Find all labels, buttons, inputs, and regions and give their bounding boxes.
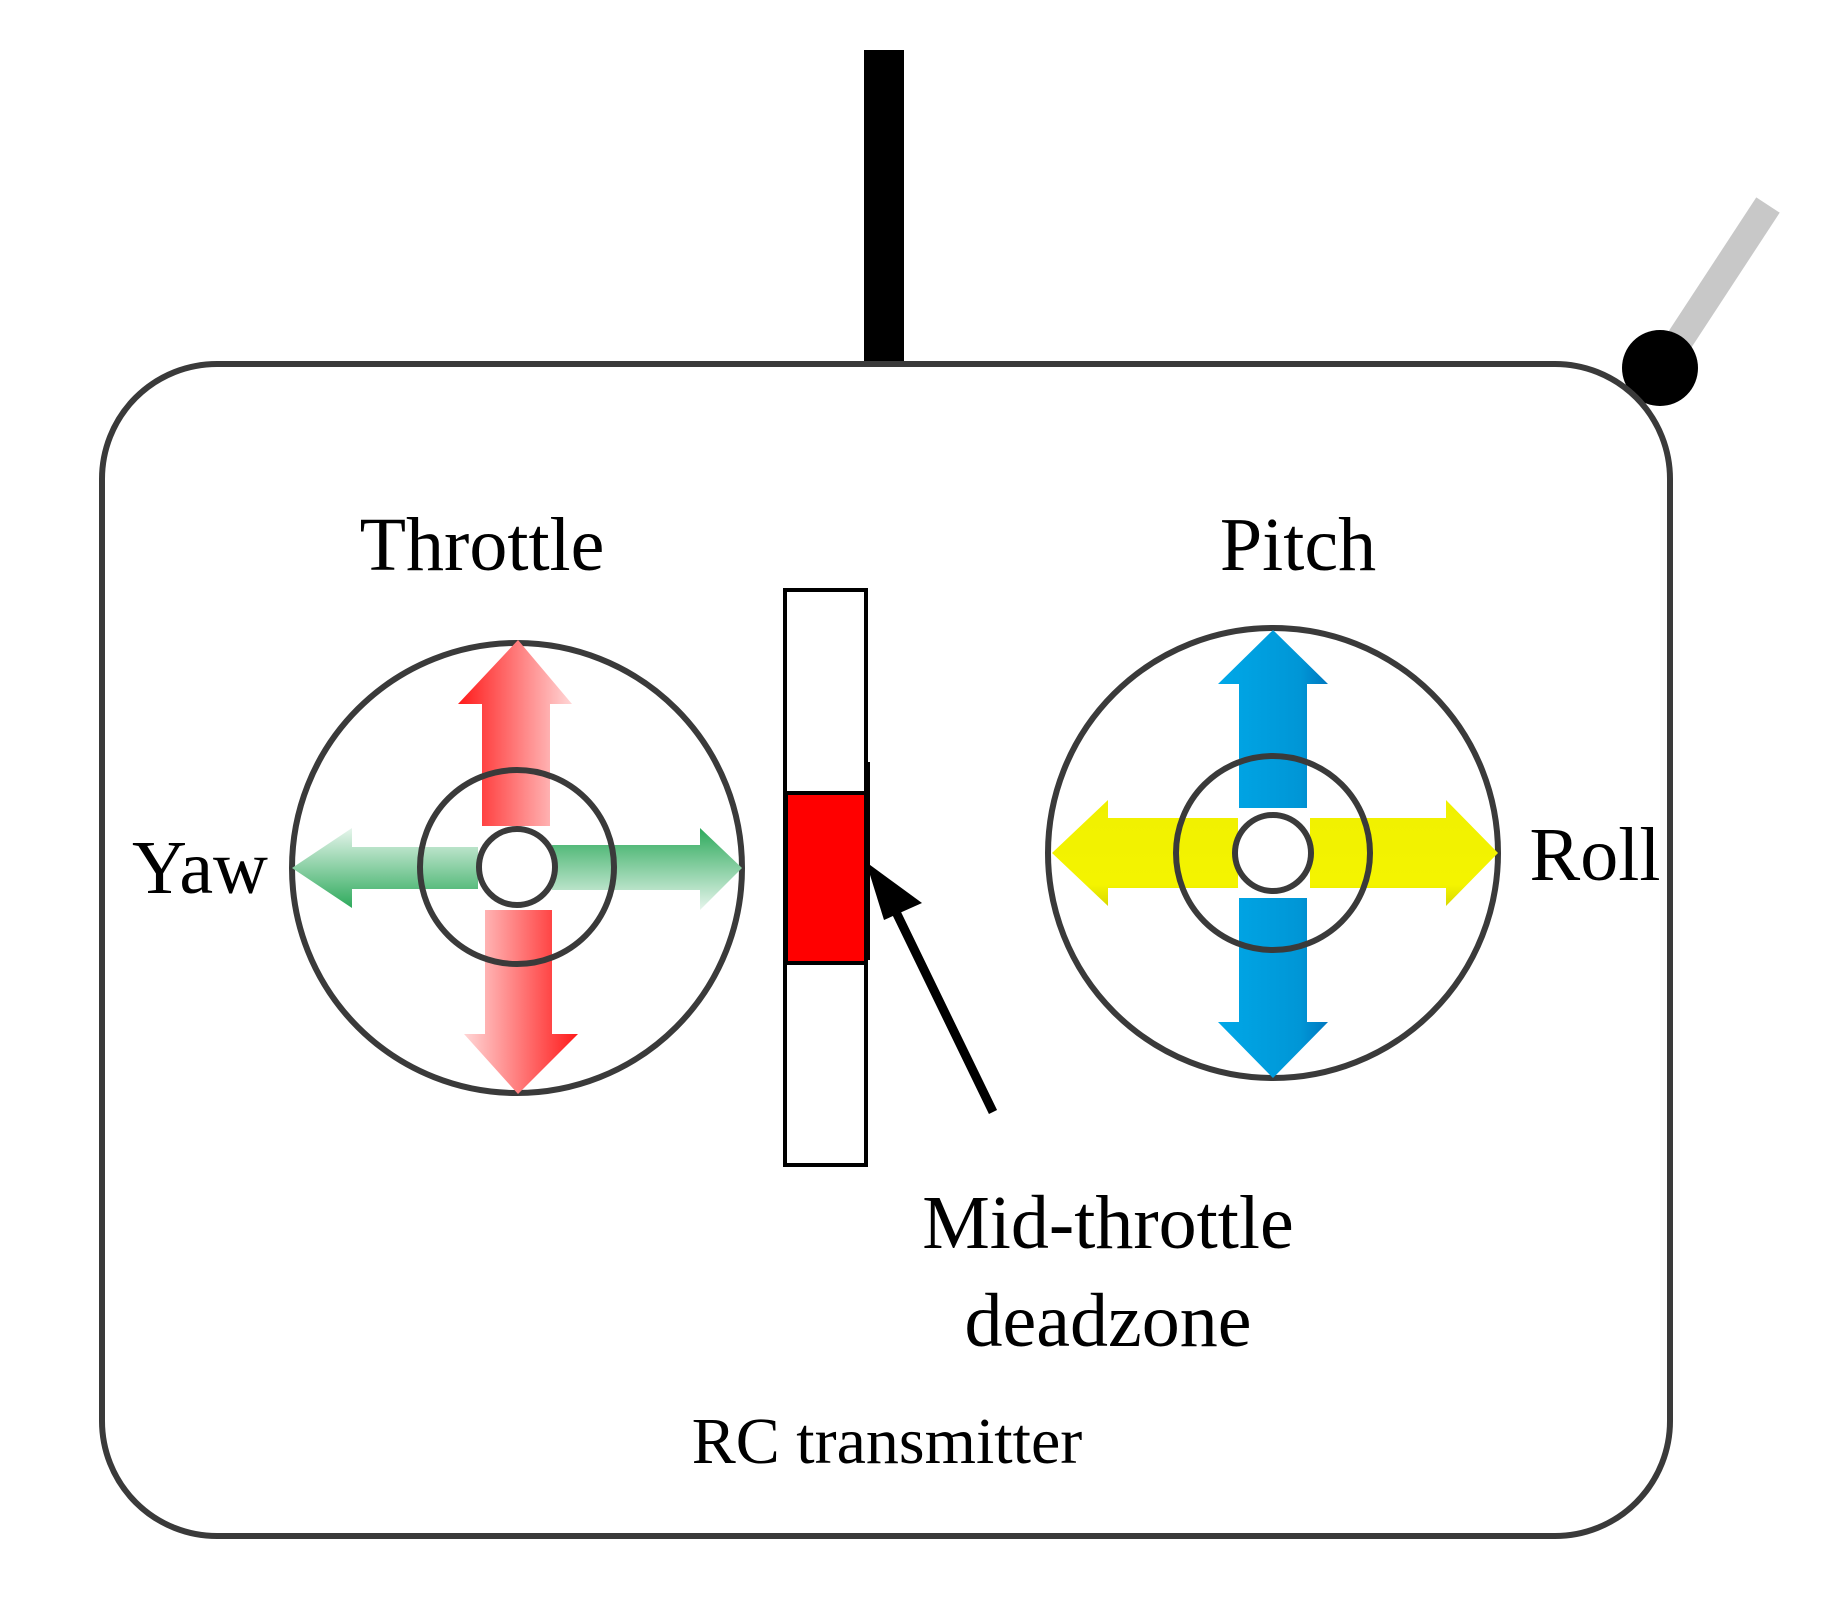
yaw-label: Yaw	[132, 826, 268, 910]
pitch-label: Pitch	[1220, 503, 1376, 587]
deadzone-pointer-arrow	[866, 862, 998, 1114]
left-stick-gimbal	[289, 640, 745, 1096]
pitch-down-arrow	[1218, 898, 1328, 1078]
yaw-right-arrow	[552, 828, 742, 910]
device-label: RC transmitter	[692, 1405, 1082, 1478]
throttle-label: Throttle	[360, 503, 605, 587]
throttle-range-bar	[783, 588, 870, 1167]
roll-right-arrow	[1310, 800, 1498, 906]
transmitter-body	[99, 361, 1673, 1539]
left-stick-inner-ring	[417, 767, 617, 967]
right-stick-inner-ring	[1173, 753, 1373, 953]
antenna-icon	[864, 50, 904, 362]
roll-label: Roll	[1530, 813, 1661, 897]
pitch-up-arrow	[1218, 630, 1328, 808]
left-stick-knob	[476, 826, 558, 908]
roll-left-arrow	[1052, 800, 1238, 906]
deadzone-label-line2: deadzone	[965, 1279, 1252, 1363]
throttle-up-arrow	[458, 640, 572, 826]
throttle-down-arrow	[464, 910, 578, 1094]
mid-throttle-deadzone	[784, 791, 868, 965]
right-stick-knob	[1232, 812, 1314, 894]
deadzone-label-line1: Mid-throttle	[922, 1181, 1294, 1265]
toggle-switch-icon	[1622, 197, 1780, 406]
yaw-left-arrow	[292, 828, 478, 908]
right-stick-gimbal	[1045, 625, 1501, 1081]
